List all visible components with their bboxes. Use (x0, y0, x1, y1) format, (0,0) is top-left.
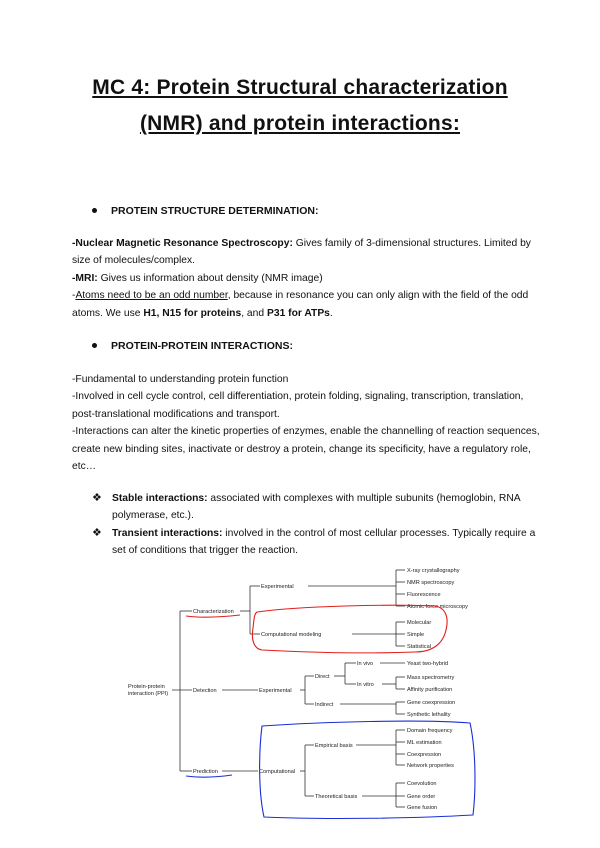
atoms-text-2: , and (241, 307, 267, 319)
leaf-affinity: Affinity purification (407, 687, 452, 693)
mri-line: -MRI: Gives us information about density… (72, 270, 542, 287)
leaf-fluorescence: Fluorescence (407, 592, 441, 598)
node-in-vivo: In vivo (357, 661, 373, 667)
page-title-line-2: (NMR) and protein interactions: (139, 112, 461, 135)
leaf-coevolution: Coevolution (407, 781, 437, 787)
leaf-statistical: Statistical (407, 644, 431, 650)
ppi-line-2: -Involved in cell cycle control, cell di… (72, 391, 524, 420)
ppi-line-1: -Fundamental to understanding protein fu… (72, 374, 289, 385)
atoms-dash: - (72, 290, 76, 302)
mri-text: Gives us information about density (NMR … (97, 272, 323, 284)
leaf-nmr: NMR spectroscopy (407, 580, 454, 586)
page-title-line-1: MC 4: Protein Structural characterizatio… (92, 76, 508, 99)
bullet-dot-icon (92, 207, 97, 213)
heading-text: PROTEIN-PROTEIN INTERACTIONS: (111, 340, 294, 352)
nmr-text: Gives family of 3-dimensional structures… (72, 238, 531, 267)
nmr-line: -Nuclear Magnetic Resonance Spectroscopy… (72, 235, 542, 270)
stable-label: Stable interactions: (112, 493, 208, 504)
structure-paragraph: -Nuclear Magnetic Resonance Spectroscopy… (72, 235, 542, 322)
leaf-coexpression: Coexpression (407, 752, 441, 758)
atoms-bold-2: P31 for ATPs (266, 307, 330, 319)
atoms-text-3: . (329, 307, 333, 319)
diamond-bullet-icon: ❖ (92, 527, 102, 539)
node-indirect: Indirect (315, 702, 334, 708)
leaf-gene-fusion: Gene fusion (407, 805, 437, 811)
leaf-gene-coexpression: Gene coexpression (407, 700, 455, 706)
ppi-line-3: -Interactions can alter the kinetic prop… (72, 426, 540, 473)
node-characterization: Characterization (193, 609, 234, 615)
atoms-text-1: , because in resonance you can only alig… (72, 290, 529, 319)
node-detection: Detection (193, 688, 217, 694)
leaf-domain-frequency: Domain frequency (407, 728, 453, 734)
stable-text: associated with complexes with multiple … (112, 493, 521, 522)
node-theoretical-basis: Theoretical basis (315, 794, 357, 800)
diamond-bullet-icon: ❖ (92, 492, 102, 504)
node-computational-modeling: Computational modeling (261, 632, 321, 638)
section-heading-ppi: PROTEIN-PROTEIN INTERACTIONS: (92, 340, 293, 352)
node-detection-experimental: Experimental (259, 688, 292, 694)
leaf-simple: Simple (407, 632, 424, 638)
transient-interactions-item: ❖ Transient interactions: involved in th… (92, 525, 542, 560)
node-experimental: Experimental (261, 584, 294, 590)
node-empirical-basis: Empirical basis (315, 743, 353, 749)
leaf-gene-order: Gene order (407, 794, 435, 800)
leaf-yeast: Yeast two-hybrid (407, 661, 448, 667)
diagram-root-label-1: Protein-protein (128, 684, 165, 690)
nmr-label: -Nuclear Magnetic Resonance Spectroscopy… (72, 238, 293, 249)
node-computational: Computational (259, 769, 295, 775)
atoms-underlined: Atoms need to be an odd number (75, 290, 228, 302)
bullet-dot-icon (92, 342, 97, 348)
leaf-xray: X-ray crystallography (407, 568, 460, 574)
diagram-root-label-2: interaction (PPI) (128, 691, 168, 697)
transient-text: involved in the control of most cellular… (112, 528, 536, 557)
ppi-paragraph: -Fundamental to understanding protein fu… (72, 371, 542, 475)
stable-interactions-item: ❖ Stable interactions: associated with c… (92, 490, 542, 525)
red-annotation (185, 604, 448, 654)
leaf-network-properties: Network properties (407, 763, 454, 769)
heading-text: PROTEIN STRUCTURE DETERMINATION: (111, 205, 319, 217)
node-direct: Direct (315, 674, 330, 680)
atoms-line: -Atoms need to be an odd number, because… (72, 287, 542, 322)
section-heading-structure-determination: PROTEIN STRUCTURE DETERMINATION: (92, 205, 318, 217)
leaf-molecular: Molecular (407, 620, 431, 626)
transient-label: Transient interactions: (112, 528, 223, 539)
node-in-vitro: In vitro (357, 682, 374, 688)
leaf-mass-spec: Mass spectrometry (407, 675, 454, 681)
mri-label: -MRI: (72, 272, 98, 284)
node-prediction: Prediction (193, 769, 218, 775)
leaf-synthetic-lethality: Synthetic lethality (407, 712, 451, 718)
leaf-ml-estimation: ML estimation (407, 740, 442, 746)
blue-annotation (185, 720, 476, 820)
atoms-bold-1: H1, N15 for proteins (143, 307, 242, 319)
